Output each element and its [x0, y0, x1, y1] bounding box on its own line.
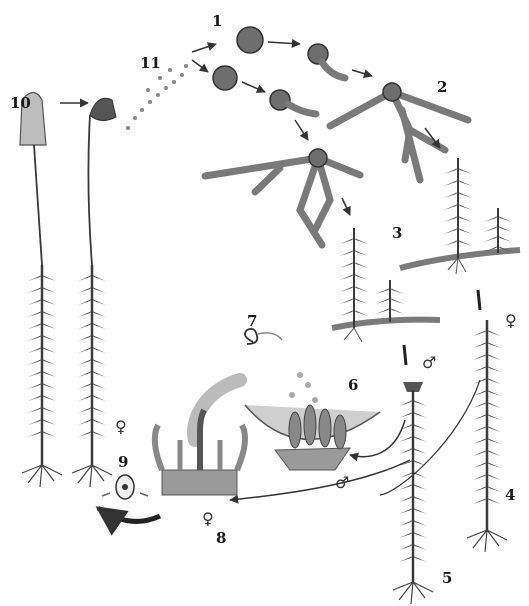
stage-label-9: 9 [118, 453, 128, 471]
female-gametophyte [467, 320, 507, 552]
archegonia [155, 410, 245, 495]
male-symbol: ♂ [422, 353, 436, 372]
female-symbol: ♀ [202, 509, 214, 528]
young-gametophytes [332, 158, 520, 342]
arrow [295, 120, 308, 140]
spore [237, 27, 263, 53]
arrow [192, 60, 208, 72]
stage-label-10: 10 [10, 94, 31, 112]
antheridia [245, 372, 380, 470]
arrow [342, 198, 350, 215]
stage-label-2: 2 [437, 78, 447, 96]
sperm [245, 329, 282, 344]
stage-label-11: 11 [140, 54, 161, 72]
stage-label-7: 7 [247, 312, 257, 330]
male-gametophyte [393, 382, 433, 604]
spores-germination [213, 27, 372, 140]
sporophyte-with-capsule [72, 98, 116, 487]
stage-label-3: 3 [392, 224, 402, 242]
stage-label-8: 8 [216, 529, 226, 547]
female-symbol: ♀ [505, 311, 517, 330]
stage-label-1: 1 [212, 12, 222, 30]
arrow [242, 82, 265, 92]
arrow [352, 70, 372, 76]
stage-label-6: 6 [348, 376, 358, 394]
zygote [102, 475, 148, 499]
male-symbol: ♂ [335, 473, 349, 492]
sporophyte-with-calyptra [20, 93, 62, 488]
spore [213, 66, 237, 90]
arrow [192, 44, 216, 52]
protonema [205, 83, 468, 245]
stage-label-4: 4 [505, 486, 515, 504]
stage-label-5: 5 [442, 569, 452, 587]
released-spores [126, 64, 188, 130]
arrow [268, 42, 300, 44]
female-symbol: ♀ [115, 417, 127, 436]
